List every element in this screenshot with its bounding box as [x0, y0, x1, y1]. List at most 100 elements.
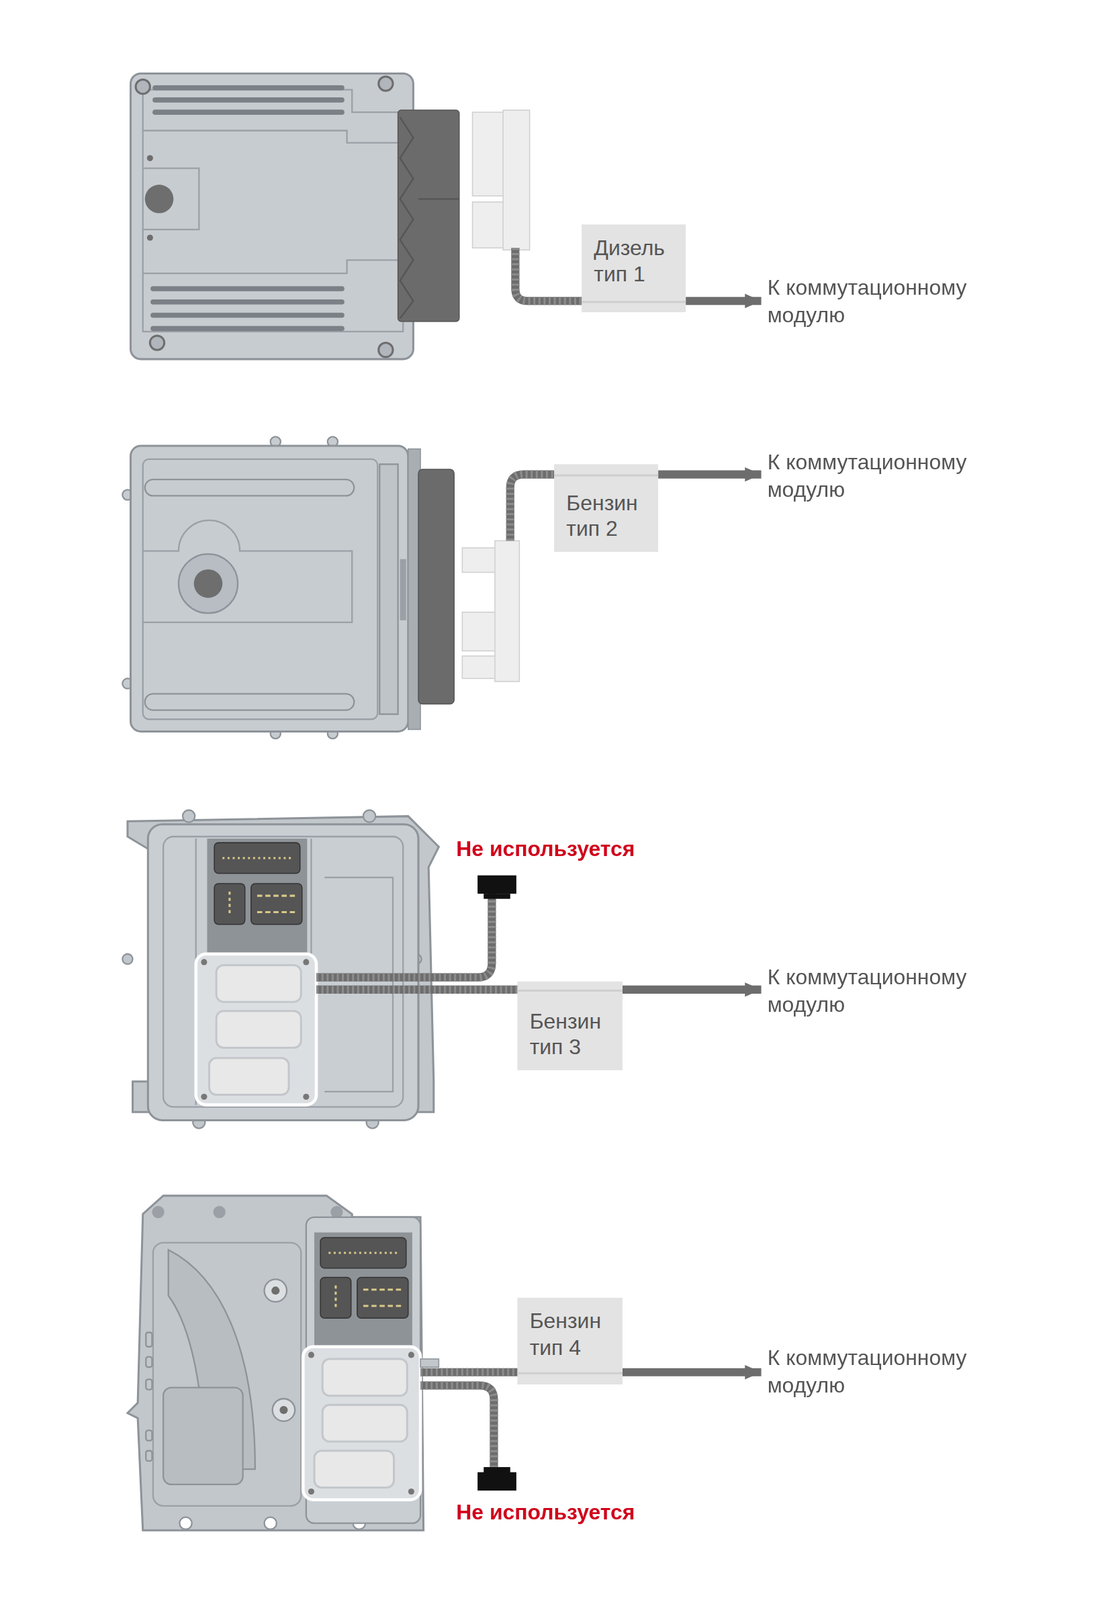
tag-crease — [517, 989, 623, 992]
ecu-petrol-4-part — [308, 1488, 315, 1495]
ecu-diesel-1-part — [400, 117, 414, 319]
cable-tag: Бензин тип 3 — [517, 981, 623, 1071]
ecu-diesel-1-part — [153, 312, 342, 319]
cable-connector — [658, 470, 761, 479]
ecu-petrol-3-part — [251, 883, 303, 925]
ecu-petrol-4-part — [145, 1332, 152, 1347]
ecu-petrol-3-part — [228, 891, 231, 917]
ecu-petrol-2-part — [462, 656, 497, 679]
ecu-diesel-1-part — [155, 109, 342, 115]
unused-plug-part — [477, 1472, 517, 1491]
tag-crease — [581, 300, 686, 303]
ecu-petrol-3-part — [222, 856, 292, 859]
ecu-petrol-4-part — [163, 1388, 244, 1485]
cable-connector — [622, 985, 762, 994]
ecu-petrol-3-part — [206, 838, 307, 957]
ecu-petrol-2 — [122, 436, 520, 739]
node-text: Бензин тип 4 — [529, 1308, 615, 1361]
ecu-petrol-3-part — [163, 836, 403, 1108]
ecu-diesel-1-part — [153, 299, 342, 305]
ecu-diesel-1-part — [155, 85, 342, 91]
ecu-petrol-4-part — [279, 1406, 288, 1415]
ecu-petrol-2-part — [145, 693, 355, 710]
ecu-petrol-4-part — [420, 1359, 439, 1368]
ecu-petrol-3-part — [200, 958, 207, 966]
ecu-diesel-1-part — [502, 110, 530, 250]
ecu-diesel-1-part — [143, 89, 403, 332]
ecu-petrol-4-part — [308, 1351, 315, 1358]
tag-crease — [554, 474, 659, 477]
ecu-petrol-2-part — [178, 554, 238, 614]
ecu-petrol-3-part — [216, 965, 301, 1002]
ecu-petrol-4-part — [145, 1379, 152, 1390]
ecu-petrol-4 — [127, 1196, 439, 1531]
ecu-diesel-1-part — [153, 325, 342, 332]
ecu-petrol-3-part — [209, 1058, 290, 1096]
ecu-petrol-4-part — [408, 1488, 415, 1495]
ecu-petrol-2-part — [400, 559, 407, 621]
ecu-petrol-2-part — [143, 459, 378, 720]
ecu-petrol-4-part — [408, 1351, 415, 1358]
ecu-diesel-1-part — [398, 110, 460, 322]
node-text: Бензин тип 2 — [566, 489, 651, 542]
unused-note: Не используется — [455, 1500, 635, 1525]
ecu-diesel-1-part — [130, 73, 414, 359]
ecu-diesel-1-part — [378, 343, 393, 358]
ecu-petrol-4-part — [302, 1347, 421, 1501]
ecu-petrol-3-part — [147, 824, 419, 1121]
ecu-petrol-4-part — [328, 1251, 398, 1254]
node-text: Дизель тип 1 — [593, 234, 678, 287]
ecu-petrol-4-part — [322, 1404, 407, 1442]
ecu-diesel-1-part — [135, 79, 150, 95]
ecu-petrol-4-part — [322, 1359, 407, 1397]
ecu-petrol-4-part — [272, 1398, 295, 1422]
cable-braid — [316, 247, 602, 1476]
ecu-petrol-2-part — [194, 569, 223, 599]
unused-plug-part — [483, 893, 511, 900]
ecu-petrol-2-part — [143, 520, 353, 623]
ecu-petrol-4-part — [145, 1430, 152, 1441]
ecu-diesel-1-part — [149, 335, 164, 350]
ecu-petrol-4-part — [153, 1243, 301, 1507]
cable-tag: Дизель тип 1 — [581, 224, 686, 313]
ecu-petrol-2-part — [494, 540, 520, 682]
ecu-petrol-4-part — [264, 1517, 277, 1530]
node-text: К коммутационному модулю — [767, 273, 1005, 330]
unused-plug — [477, 875, 517, 1491]
ecu-diesel-1-part — [378, 76, 393, 91]
ecu-petrol-3-part — [214, 842, 301, 874]
ecu-petrol-4-part — [314, 1232, 413, 1351]
cable — [316, 247, 602, 1476]
ecu-diesel-1-part — [147, 155, 154, 162]
ecu-petrol-3-part — [363, 809, 376, 822]
ecu-petrol-3-part — [302, 1093, 309, 1101]
ecu-petrol-4-part — [213, 1206, 226, 1219]
ecu-petrol-3-part — [257, 911, 297, 914]
ecu-petrol-4-part — [334, 1286, 337, 1311]
ecu-petrol-4-part — [363, 1304, 403, 1307]
ecu-petrol-2-part — [130, 445, 408, 732]
ecu-petrol-3-part — [182, 809, 195, 822]
ecu-petrol-3-part — [257, 895, 297, 898]
ecu-diesel-1 — [130, 73, 530, 359]
node-text: К коммутационному модулю — [767, 1343, 1005, 1400]
ecu-petrol-4-part — [330, 1206, 343, 1219]
ecu-petrol-2-part — [418, 469, 454, 704]
cable-braid-part — [420, 1386, 494, 1477]
ecu-petrol-4-part — [363, 1288, 403, 1291]
ecu-diesel-1-part — [418, 198, 460, 200]
ecu-diesel-1-part — [147, 234, 154, 241]
ecu-petrol-4-part — [357, 1277, 409, 1319]
destination-note: К коммутационному модулю — [765, 963, 1007, 1019]
ecu-petrol-3-part — [200, 1093, 207, 1101]
ecu-diesel-1-part — [472, 202, 506, 248]
tag-crease — [517, 1372, 623, 1375]
ecu-petrol-2-part — [145, 479, 355, 496]
ecu-petrol-4-part — [145, 1357, 152, 1368]
cable-part — [420, 1386, 494, 1477]
destination-note: К коммутационному модулю — [765, 447, 1007, 504]
cable-connector — [685, 296, 761, 305]
unused-note: Не используется — [455, 836, 635, 861]
